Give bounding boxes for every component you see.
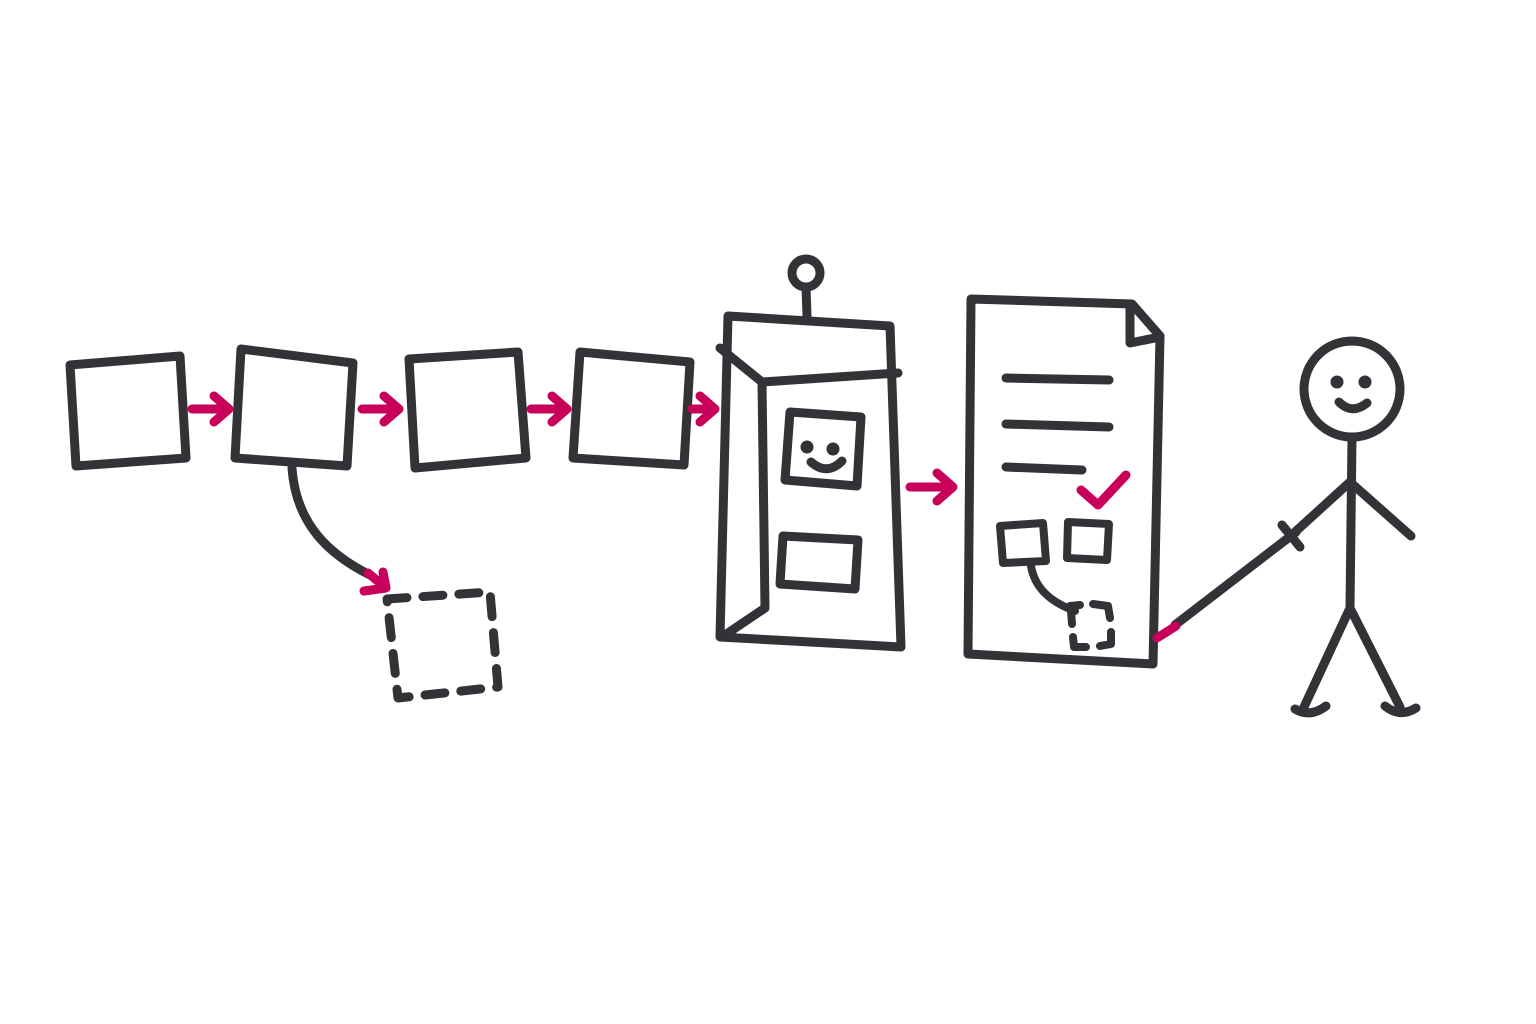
person-leg-right: [1345, 603, 1405, 712]
robot-face-panel: [780, 407, 866, 491]
robot-eye-left: [800, 440, 814, 454]
document-corner-fold: [1125, 301, 1165, 348]
antenna-stem: [801, 282, 812, 321]
machine-door: [715, 343, 903, 642]
step-box-2: [230, 344, 358, 471]
arrow-machine-to-document: [905, 468, 958, 506]
machine-body: [715, 311, 906, 652]
check-icon: [1076, 470, 1131, 510]
branch-connector: [287, 463, 375, 580]
pointer-hand-mark: [1277, 520, 1305, 552]
step-box-1: [65, 351, 191, 471]
person-eye-right: [1358, 375, 1372, 389]
stick-figure-person: [1152, 336, 1421, 718]
text-line-1: [1001, 373, 1114, 385]
mini-step-box-2: [1063, 518, 1113, 564]
machine-robot: [715, 254, 906, 652]
person-smile: [1334, 397, 1372, 414]
text-line-2: [1001, 419, 1114, 432]
person-foot-right: [1380, 701, 1421, 717]
arrow-step3-to-step4: [526, 391, 572, 427]
discarded-step: [382, 587, 503, 703]
mini-dashed-box: [1066, 600, 1115, 651]
person-arm-right: [1345, 477, 1416, 541]
pipeline-step-1: [65, 351, 191, 471]
dashed-box: [382, 587, 503, 703]
arrow-step1-to-step2: [187, 391, 234, 427]
person-torso: [1345, 432, 1357, 613]
mini-step-box-1: [996, 519, 1050, 567]
arrow-step2-to-step3: [357, 391, 404, 427]
pointer-stick: [1170, 527, 1301, 630]
pipeline-step-3: [404, 347, 531, 473]
step-box-3: [404, 347, 531, 473]
pointer-tip: [1152, 621, 1181, 643]
person-foot-left: [1290, 701, 1331, 718]
pipeline-step-4: [568, 347, 695, 470]
branch-arrow-head: [359, 567, 391, 596]
report-document: [963, 294, 1165, 669]
document-page: [963, 294, 1165, 669]
text-line-3: [1001, 462, 1087, 475]
pipeline-step-2: [230, 344, 358, 471]
step-box-4: [568, 347, 695, 470]
person-leg-left: [1299, 603, 1355, 712]
robot-eye-right: [826, 442, 840, 456]
person-head: [1299, 336, 1405, 442]
person-eye-left: [1330, 375, 1344, 389]
arrow-step4-to-machine: [687, 391, 720, 427]
machine-slot: [775, 531, 863, 594]
robot-smile: [806, 456, 847, 474]
person-arm-left: [1290, 477, 1355, 537]
